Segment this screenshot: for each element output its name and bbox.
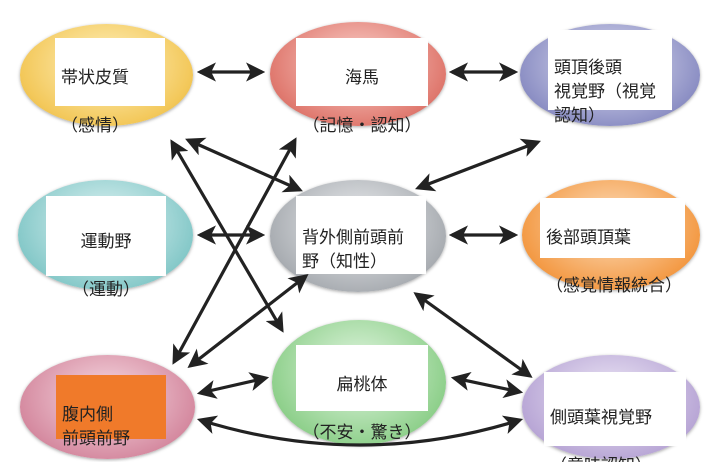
dlpfc-title: 背外側前頭前 野（知性）	[302, 228, 404, 272]
label-vmpfc: 腹内側 前頭前野	[56, 375, 166, 449]
label-temporal-visual: 側頭葉視覚野 （意味認知）	[544, 372, 686, 462]
arrow-vmpfc-amygdala	[196, 372, 270, 399]
label-hippocampus: 海馬 （記憶・認知）	[296, 38, 428, 136]
temporal-visual-sub: （意味認知）	[550, 454, 680, 462]
arrow-parieto-occipital-dlpfc	[415, 138, 541, 192]
posterior-parietal-sub: （感覚情報統合）	[546, 276, 682, 296]
amygdala-title: 扁桃体	[336, 375, 388, 395]
label-dlpfc: 背外側前頭前 野（知性）	[296, 196, 426, 274]
parieto-occipital-title: 頭頂後頭 視覚野（視覚 認知）	[554, 58, 656, 126]
label-motor: 運動野 （運動）	[46, 196, 166, 300]
posterior-parietal-title: 後部頭頂葉	[546, 228, 631, 248]
cingulate-title: 帯状皮質	[61, 68, 129, 88]
label-cingulate: 帯状皮質 （感情）	[55, 38, 165, 136]
temporal-visual-title: 側頭葉視覚野	[550, 408, 652, 428]
arrow-vmpfc-temporal-visual	[196, 415, 524, 447]
motor-sub: （運動）	[72, 280, 140, 300]
hippocampus-title: 海馬	[345, 68, 379, 88]
label-parieto-occipital: 頭頂後頭 視覚野（視覚 認知）	[548, 30, 672, 126]
hippocampus-sub: （記憶・認知）	[302, 116, 422, 136]
label-posterior-parietal: 後部頭頂葉 （感覚情報統合）	[540, 198, 685, 296]
arrow-cingulate-dlpfc	[185, 137, 303, 193]
cingulate-sub: （感情）	[61, 116, 129, 136]
arrow-dlpfc-temporal-visual	[413, 292, 533, 378]
arrow-dlpfc-vmpfc	[187, 274, 309, 368]
arrow-amygdala-temporal-visual	[450, 371, 524, 399]
motor-title: 運動野	[80, 232, 132, 252]
vmpfc-title: 腹内側 前頭前野	[62, 405, 130, 449]
